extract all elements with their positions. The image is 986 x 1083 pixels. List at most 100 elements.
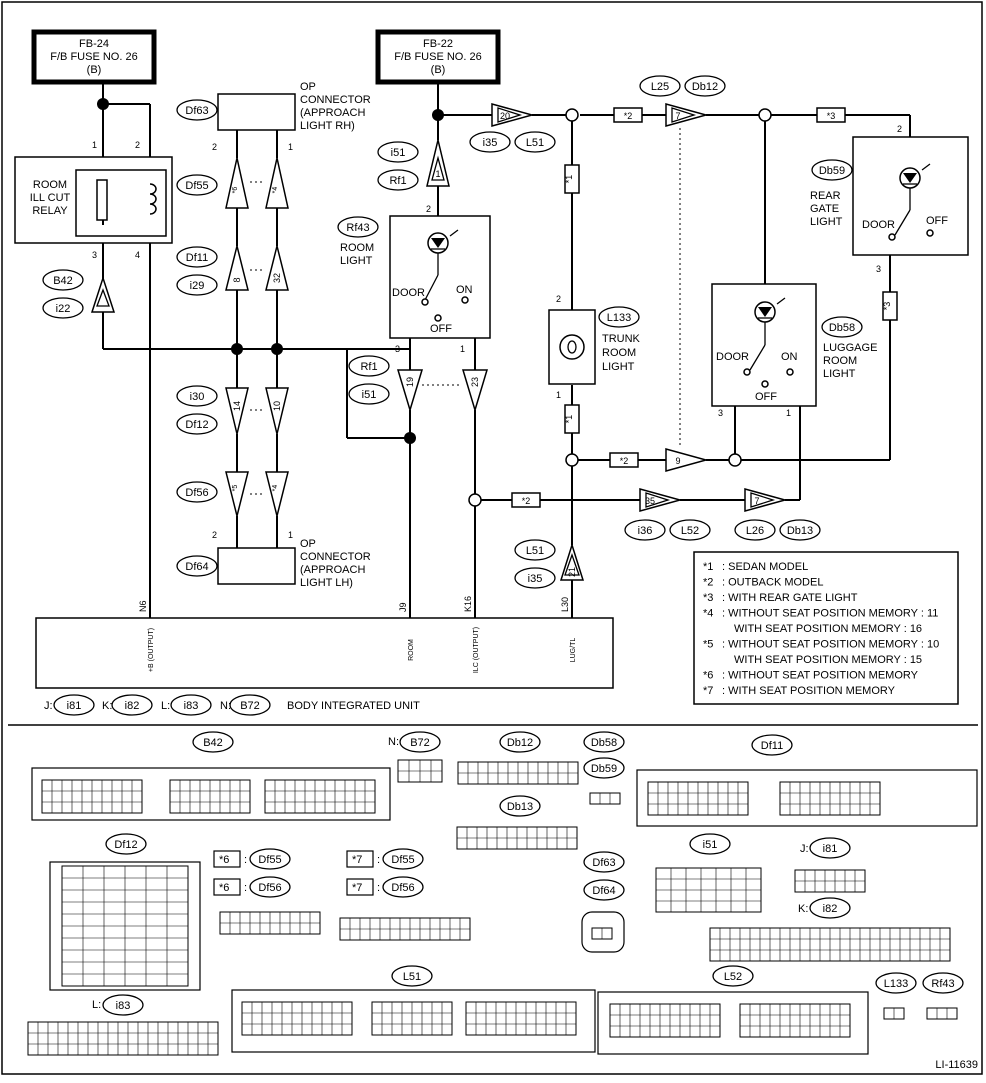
body-integrated-unit-box <box>35 617 614 689</box>
view-oval-db58: Db58 <box>583 731 625 753</box>
view-oval-l51: L51 <box>391 965 433 987</box>
pin-df56-b: *4 <box>272 485 279 492</box>
star-markers: *2 *3 *1 *1 *2 *2 *3 <box>511 107 898 508</box>
svg-text:B42: B42 <box>203 737 223 749</box>
svg-text:i22: i22 <box>56 303 71 315</box>
unit-ref-conn-0: i81 <box>53 694 95 716</box>
legend-list: *1: SEDAN MODEL*2: OUTBACK MODEL*3: WITH… <box>703 561 939 697</box>
view-star-1: *6 <box>219 882 229 894</box>
fuse-fb24-name: F/B FUSE NO. 26 <box>50 51 137 63</box>
svg-text:Rf43: Rf43 <box>346 222 369 234</box>
connector-triangles: 1 *6 *4 8 32 14 10 *5 *4 19 23 20 7 <box>90 103 788 581</box>
unit-ref-letter-1: K: <box>102 700 112 712</box>
svg-text:Db58: Db58 <box>829 322 855 334</box>
view-oval-df12: Df12 <box>105 833 147 855</box>
pin-df63-2: 2 <box>212 142 217 152</box>
pin-df11-a: 8 <box>232 277 242 282</box>
svg-text:Df56: Df56 <box>258 882 281 894</box>
oval-l51-26: L51 <box>514 539 556 561</box>
relay-label-1: ROOM <box>33 179 67 191</box>
luggage-label-1: LUGGAGE <box>823 342 877 354</box>
svg-text:i51: i51 <box>391 147 406 159</box>
oval-db13-25: Db13 <box>779 519 821 541</box>
view-label-k: K: <box>798 903 808 915</box>
view-grid-b42-c <box>264 779 376 814</box>
view-oval-i83: i83 <box>102 994 144 1016</box>
pin-l133-1: 1 <box>556 390 561 400</box>
legend-text-1: : OUTBACK MODEL <box>722 577 823 589</box>
legend-key-1: *2 <box>703 577 713 589</box>
svg-text:L133: L133 <box>607 312 631 324</box>
room-light-label-2: LIGHT <box>340 255 373 267</box>
view-label-j: J: <box>800 843 809 855</box>
luggage-label-2: ROOM <box>823 355 857 367</box>
view-grid-b42-b <box>169 779 251 814</box>
luggage-off: OFF <box>755 391 777 403</box>
view-oval-df63: Df63 <box>583 851 625 873</box>
wires <box>102 82 911 618</box>
fuse-fb22-name: F/B FUSE NO. 26 <box>394 51 481 63</box>
trunk-label-1: TRUNK <box>602 333 641 345</box>
view-grid-b72 <box>397 759 443 783</box>
view-oval-b72: B72 <box>399 731 441 753</box>
svg-text:L133: L133 <box>884 978 908 990</box>
rear-gate-label-2: GATE <box>810 203 839 215</box>
op-rh-label-2: CONNECTOR <box>300 94 371 106</box>
oval-df56-6: Df56 <box>176 481 218 503</box>
pin-df64-1: 1 <box>288 530 293 540</box>
legend-key-5: *5 <box>703 639 713 651</box>
oval-l25-17: L25 <box>639 75 681 97</box>
svg-text:Db59: Db59 <box>591 763 617 775</box>
rear-gate-off: OFF <box>926 215 948 227</box>
op-connector-lh-box <box>217 547 296 585</box>
view-grid-rf43 <box>926 1007 958 1020</box>
oval-df11-2: Df11 <box>176 246 218 268</box>
svg-text:i83: i83 <box>116 1000 131 1012</box>
unit-ref-conn-3: B72 <box>229 694 271 716</box>
view-grid-db13 <box>456 826 578 850</box>
fuse-fb22-title: FB-22 <box>423 38 453 50</box>
svg-text:Df64: Df64 <box>185 561 208 573</box>
pin-rf1-23: 23 <box>470 377 480 387</box>
unit-ref-letter-3: N: <box>220 700 231 712</box>
op-lh-label-2: CONNECTOR <box>300 551 371 563</box>
view-oval-rf43: Rf43 <box>922 972 964 994</box>
unit-ref-conn-1: i82 <box>111 694 153 716</box>
room-light-label-1: ROOM <box>340 242 374 254</box>
svg-text:L51: L51 <box>526 137 544 149</box>
room-ill-relay-inner <box>75 169 167 237</box>
legend-text-2: : WITH REAR GATE LIGHT <box>722 592 858 604</box>
view-label-n: N: <box>388 736 399 748</box>
oval-i29-3: i29 <box>176 274 218 296</box>
svg-text:i30: i30 <box>190 391 205 403</box>
svg-text:Df11: Df11 <box>186 252 208 264</box>
svg-text:i35: i35 <box>483 137 498 149</box>
oval-db59-19: Db59 <box>811 159 853 181</box>
op-connector-rh-box <box>217 93 296 131</box>
unit-term-label-1: ROOM <box>408 639 415 661</box>
oval-df55-1: Df55 <box>176 174 218 196</box>
pin-rf1-19: 19 <box>405 377 415 387</box>
view-grid-df11-b <box>779 781 881 816</box>
oval-rf1-11: Rf1 <box>377 169 419 191</box>
view-star-0: *6 <box>219 854 229 866</box>
pin-relay-1: 1 <box>92 140 97 150</box>
pin-relay-4: 4 <box>135 250 140 260</box>
pin-db58-1: 1 <box>786 408 791 418</box>
op-rh-label-3: (APPROACH <box>300 107 365 119</box>
marker-s1-bottom: *1 <box>564 415 574 424</box>
svg-text:B72: B72 <box>410 737 430 749</box>
relay-label-3: RELAY <box>32 205 68 217</box>
pin-df11-b: 32 <box>272 273 282 283</box>
unit-term-code-2: K16 <box>463 596 473 612</box>
oval-b42-8: B42 <box>42 269 84 291</box>
oval-db12-18: Db12 <box>684 75 726 97</box>
pin-db59-2: 2 <box>897 124 902 134</box>
relay-label-2: ILL CUT <box>30 192 71 204</box>
svg-text:Df55: Df55 <box>391 854 414 866</box>
pin-relay-2: 2 <box>135 140 140 150</box>
